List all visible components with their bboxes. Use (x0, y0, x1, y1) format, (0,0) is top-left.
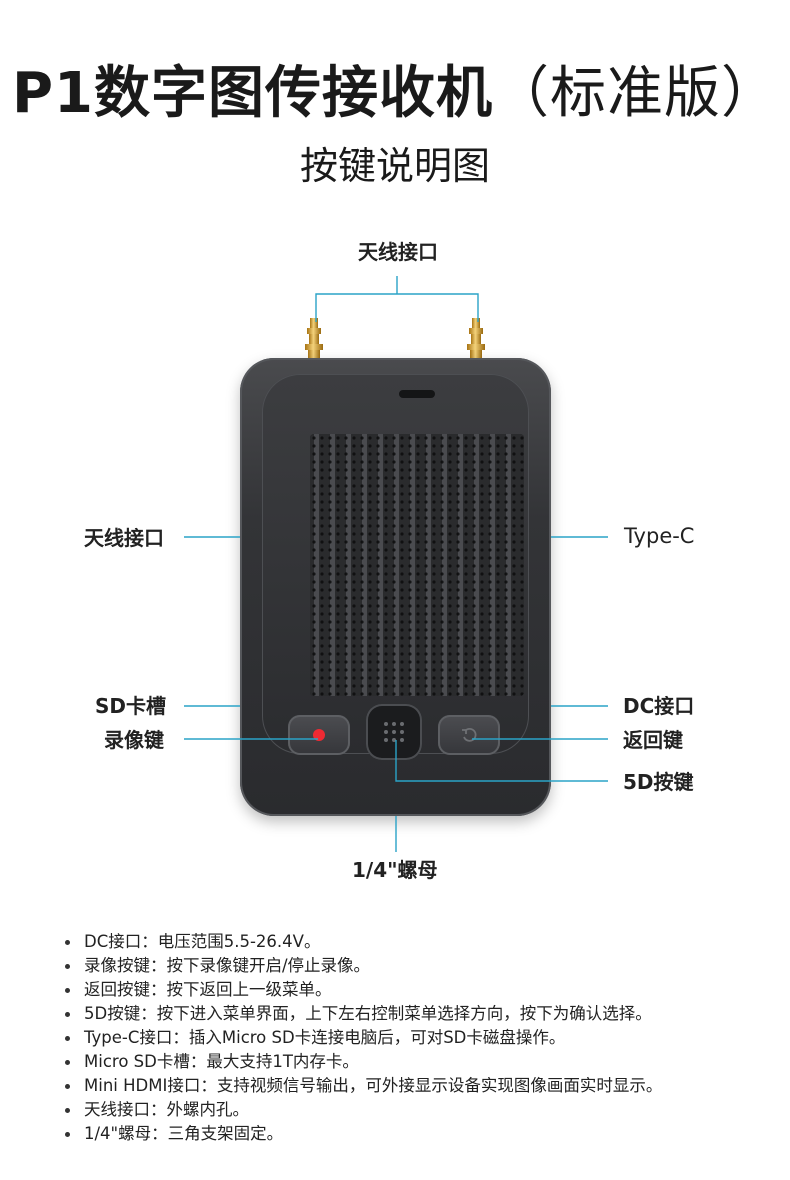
callout-nut: 1/4"螺母 (352, 858, 438, 882)
page-subtitle: 按键说明图 (299, 144, 490, 188)
return-arrow-icon (462, 727, 477, 742)
note-item: 天线接口：外螺内孔。 (62, 1098, 662, 1122)
note-item: Micro SD卡槽：最大支持1T内存卡。 (62, 1050, 662, 1074)
record-dot-icon (313, 729, 325, 741)
device-face (262, 374, 529, 754)
note-item: DC接口：电压范围5.5-26.4V。 (62, 930, 662, 954)
callout-record-key: 录像键 (104, 728, 164, 752)
note-item: Type-C接口：插入Micro SD卡连接电脑后，可对SD卡磁盘操作。 (62, 1026, 662, 1050)
note-item: 录像按键：按下录像键开启/停止录像。 (62, 954, 662, 978)
title-paren: （标准版） (493, 61, 778, 126)
indicator-slot (399, 390, 435, 398)
callout-sd-slot: SD卡槽 (95, 694, 167, 718)
note-item: 返回按键：按下返回上一级菜单。 (62, 978, 662, 1002)
receiver-device (240, 358, 551, 816)
note-item: 5D按键：按下进入菜单界面，上下左右控制菜单选择方向，按下为确认选择。 (62, 1002, 662, 1026)
back-button[interactable] (438, 715, 500, 755)
callout-dc-port: DC接口 (623, 694, 695, 718)
callout-antenna-top: 天线接口 (358, 240, 438, 264)
title-main: P1数字图传接收机 (11, 61, 493, 126)
notes-list: DC接口：电压范围5.5-26.4V。 录像按键：按下录像键开启/停止录像。 返… (62, 930, 662, 1146)
callout-typec: Type-C (624, 524, 695, 548)
note-item: Mini HDMI接口：支持视频信号输出，可外接显示设备实现图像画面实时显示。 (62, 1074, 662, 1098)
five-way-joystick-icon (384, 722, 404, 742)
vent-grill (310, 434, 524, 696)
note-item: 1/4"螺母：三角支架固定。 (62, 1122, 662, 1146)
callout-five-d-key: 5D按键 (623, 770, 694, 794)
record-button[interactable] (288, 715, 350, 755)
five-d-button[interactable] (366, 704, 422, 760)
page-title: P1数字图传接收机（标准版） (0, 56, 790, 132)
callout-back-key: 返回键 (623, 728, 683, 752)
callout-antenna-left: 天线接口 (84, 526, 164, 550)
